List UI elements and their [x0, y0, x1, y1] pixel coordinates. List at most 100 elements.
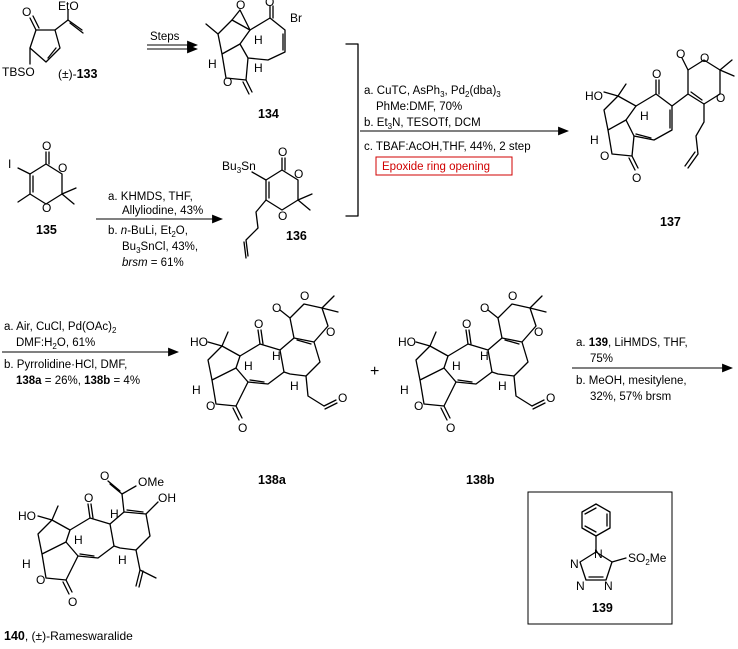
label-139-n4: N	[604, 579, 613, 593]
compound-138a: HO O O O O O O O H H H H 138a	[190, 289, 347, 487]
step5-line1: a. 139, LiHMDS, THF,	[576, 337, 688, 349]
label-136-o3: O	[278, 209, 287, 223]
label-134-ketone-o: O	[265, 0, 274, 9]
label-134-h1: H	[254, 33, 263, 47]
compound-133: EtO O TBSO (±)-133	[2, 0, 97, 81]
structure-139	[579, 503, 627, 581]
step4-line4: 138a = 26%, 138b = 4%	[16, 375, 140, 387]
step2-line3: b. n-BuLi, Et2O,	[108, 225, 188, 239]
label-138a-o1: O	[254, 317, 263, 331]
label-140-oh: OH	[158, 491, 176, 505]
label-138b-o2: O	[480, 301, 489, 315]
epoxide-highlight-box	[375, 156, 513, 176]
step2-line4: Bu3SnCl, 43%,	[122, 241, 198, 255]
number-140: 140	[4, 629, 25, 643]
label-140-ester-o: O	[100, 469, 109, 483]
step5-line2: 75%	[590, 353, 613, 365]
label-135-i: I	[8, 157, 11, 171]
label-140-lactone-o2: O	[68, 595, 77, 609]
compound-number-139: 139	[592, 601, 613, 615]
label-140-lactone-o1: O	[36, 573, 45, 587]
number-133: 133	[77, 67, 98, 81]
compound-number-136: 136	[286, 229, 307, 243]
label-138a-o2: O	[272, 301, 281, 315]
label-139-n1: N	[594, 547, 603, 561]
structure-133	[29, 9, 84, 65]
label-136-bu3sn: Bu3Sn	[222, 159, 256, 175]
plus-sign: +	[370, 363, 379, 380]
label-138a-o4: O	[326, 325, 335, 339]
step5-line4: 32%, 57% brsm	[590, 391, 671, 403]
label-138a-o7: O	[338, 391, 347, 405]
label-138b-o7: O	[546, 391, 555, 405]
arrow-step5: a. 139, LiHMDS, THF, 75% b. MeOH, mesity…	[572, 337, 734, 403]
label-138b-h3: H	[400, 383, 409, 397]
label-135-o3: O	[42, 201, 51, 215]
compound-number-138a: 138a	[258, 473, 287, 487]
label-135-o1: O	[42, 139, 51, 153]
label-138b-h1: H	[452, 359, 461, 373]
label-134-epoxide-o: O	[236, 0, 245, 12]
step1-label: Steps	[150, 31, 180, 43]
compound-135: I O O O 135	[8, 139, 77, 237]
step2-line5: brsm = 61%	[122, 257, 184, 269]
compound-134: Br O O O H H H 134	[205, 0, 302, 121]
label-138b-o4: O	[534, 325, 543, 339]
label-138a-h2: H	[272, 349, 281, 363]
label-137-lactone-o1: O	[600, 149, 609, 163]
arrow-step4: a. Air, CuCl, Pd(OAc)2 DMF:H2O, 61% b. P…	[2, 321, 180, 387]
compound-138b: HO O O O O O O O H H H H 138b	[398, 289, 555, 487]
prefix-133: (±)-	[58, 67, 77, 81]
epoxide-highlight-text: Epoxide ring opening	[382, 161, 490, 173]
label-136-o1: O	[278, 145, 287, 159]
label-133-tbso: TBSO	[2, 65, 35, 79]
label-139-n2: N	[570, 557, 579, 571]
step5-line3: b. MeOH, mesitylene,	[576, 375, 687, 387]
label-137-h1: H	[640, 109, 649, 123]
compound-number-133: (±)-133	[58, 67, 97, 81]
arrow-step2: a. KHMDS, THF, Allyliodine, 43% b. n-BuL…	[96, 191, 224, 269]
step3-line3: b. Et3N, TESOTf, DCM	[364, 117, 481, 131]
structure-135	[17, 151, 77, 205]
structure-140	[37, 480, 159, 595]
structure-138a	[207, 295, 339, 421]
compound-139-box: N N N N SO2Me 139	[527, 491, 673, 625]
step3-line2: PhMe:DMF, 70%	[376, 101, 462, 113]
label-138b-h4: H	[498, 379, 507, 393]
compound-number-135: 135	[36, 223, 57, 237]
compound-140: OMe O OH HO O O O H H H H 140, (±)-Rames…	[4, 469, 176, 643]
label-137-h2: H	[590, 133, 599, 147]
label-140-ho: HO	[18, 509, 36, 523]
bracket	[345, 43, 359, 217]
label-138a-o5: O	[206, 399, 215, 413]
label-138b-o6: O	[446, 421, 455, 435]
step3-line4: c. TBAF:AcOH,THF, 44%, 2 step	[364, 141, 531, 153]
compound-137: HO O O O O O O H H 137	[585, 47, 735, 229]
label-140-h4: H	[118, 553, 127, 567]
label-139-n3: N	[576, 579, 585, 593]
label-138b-h2: H	[480, 349, 489, 363]
label-136-o2: O	[294, 167, 303, 181]
structure-136	[243, 157, 313, 259]
label-138b-o3: O	[508, 289, 517, 303]
label-140-ketone-o: O	[84, 491, 93, 505]
label-134-h3: H	[254, 61, 263, 75]
label-140-h3: H	[22, 557, 31, 571]
label-138b-o5: O	[414, 399, 423, 413]
label-137-diox-o3: O	[716, 91, 725, 105]
label-137-lactone-o2: O	[632, 171, 641, 185]
label-138a-o6: O	[238, 421, 247, 435]
structure-138b	[415, 295, 547, 421]
label-140-ome: OMe	[138, 475, 164, 489]
label-134-lactone-o: O	[223, 75, 232, 89]
step4-line2: DMF:H2O, 61%	[16, 337, 95, 351]
label-137-ketone-o: O	[652, 67, 661, 81]
label-138b-ho: HO	[398, 335, 416, 349]
label-135-o2: O	[58, 161, 67, 175]
label-138a-h3: H	[192, 383, 201, 397]
compound-136: Bu3Sn O O O 136	[222, 145, 313, 259]
step3-line1: a. CuTC, AsPh3, Pd2(dba)3	[364, 85, 501, 99]
label-133-eto: EtO	[58, 0, 79, 13]
name-140: , (±)-Rameswaralide	[25, 629, 133, 643]
